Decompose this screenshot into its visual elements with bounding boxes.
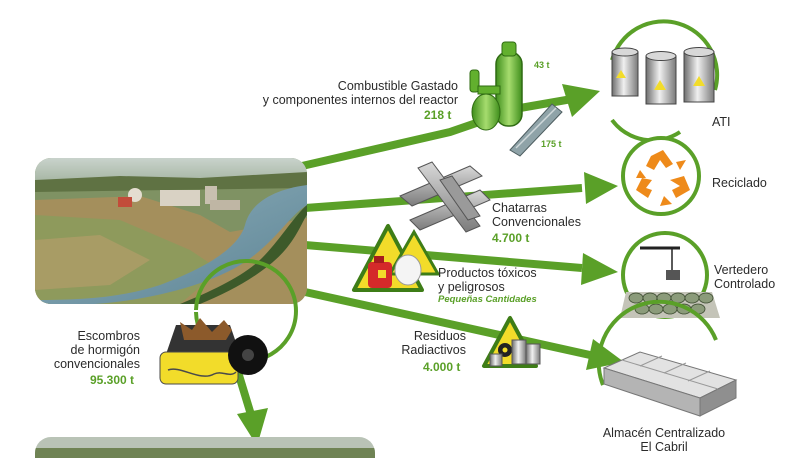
- radioactive-qty: 4.000 t: [423, 360, 461, 374]
- steel-beams-icon: [399, 161, 491, 233]
- concrete-label-line2: de hormigón: [70, 343, 141, 357]
- fuel-qty-top: 43 t: [534, 60, 550, 70]
- cabril-label: Almacén Centralizado El Cabril: [588, 426, 740, 454]
- fuel-label: Combustible Gastado y componentes intern…: [230, 79, 458, 107]
- arrowhead-recycling: [584, 172, 618, 204]
- arrow-to-cabril: [304, 288, 591, 359]
- toxic-sub: Pequeñas Cantidades: [438, 294, 537, 305]
- landfill-label: Vertedero Controlado: [714, 263, 775, 291]
- recycle-icon: [621, 136, 701, 216]
- landfill-label-line2: Controlado: [714, 277, 776, 291]
- fuel-label-line2: y componentes internos del reactor: [262, 93, 458, 107]
- toxic-label: Productos tóxicos y peligrosos: [438, 266, 537, 294]
- arrowhead-cabril: [586, 339, 624, 370]
- concrete-qty: 95.300 t: [90, 373, 135, 387]
- arrow-to-landfill: [304, 241, 583, 272]
- fuel-label-line1: Combustible Gastado: [337, 79, 458, 93]
- cabril-label-line1: Almacén Centralizado: [602, 426, 726, 440]
- arrowhead-down: [237, 408, 268, 446]
- fuel-qty-bottom: 175 t: [541, 139, 562, 149]
- toxic-label-line2: y peligrosos: [438, 280, 505, 294]
- scrap-label-line1: Chatarras: [492, 201, 547, 215]
- concrete-label-line1: Escombros: [77, 329, 140, 343]
- ati-label: ATI: [712, 115, 731, 129]
- radioactive-casks-icon: [610, 19, 720, 143]
- scrap-label-line2: Convencionales: [492, 215, 581, 229]
- toxic-label-line1: Productos tóxicos: [438, 266, 537, 280]
- crusher-icon: [159, 259, 298, 385]
- recycling-label: Reciclado: [712, 176, 767, 190]
- hazardous-products-icon: [352, 224, 441, 292]
- landfill-label-line1: Vertedero: [714, 263, 769, 277]
- fuel-qty: 218 t: [424, 108, 452, 122]
- arrow-down: [234, 370, 256, 420]
- arrowhead-ati: [562, 84, 600, 117]
- concrete-label: Escombros de hormigón convencionales: [40, 329, 140, 371]
- scrap-label: Chatarras Convencionales: [492, 201, 581, 229]
- radioactive-label-line1: Residuos: [413, 329, 466, 343]
- restored-site-photo: [35, 437, 375, 458]
- storage-modules-icon: [596, 299, 738, 417]
- radioactive-drums-icon: [482, 316, 541, 368]
- radioactive-label-line2: Radiactivos: [401, 343, 466, 357]
- arrowhead-landfill: [581, 253, 618, 285]
- concrete-label-line3: convencionales: [53, 357, 140, 371]
- cabril-label-line2: El Cabril: [640, 440, 688, 454]
- reactor-components-icon: [469, 41, 563, 157]
- plant-aerial-photo: [35, 158, 307, 304]
- radioactive-label: Residuos Radiactivos: [380, 329, 466, 357]
- scrap-qty: 4.700 t: [492, 231, 530, 245]
